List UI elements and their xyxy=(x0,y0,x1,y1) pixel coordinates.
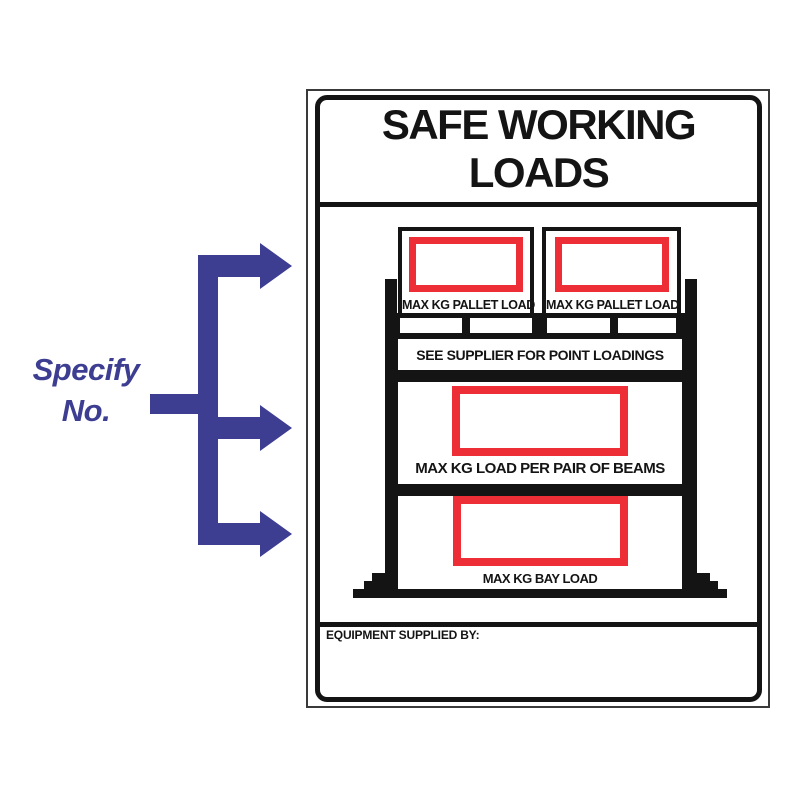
beam-cell xyxy=(618,318,676,333)
rack-foot-left-base xyxy=(364,581,418,590)
title-divider xyxy=(319,202,758,207)
arrow-bottom-head-icon xyxy=(260,511,292,557)
rack-floor-bar xyxy=(353,589,727,598)
footer-divider xyxy=(319,622,758,627)
beam-load-label: MAX KG LOAD PER PAIR OF BEAMS xyxy=(415,460,665,477)
rack-foot-right-upper xyxy=(672,573,710,582)
specify-no-line2: No. xyxy=(61,393,111,428)
beam-load-write-in-field xyxy=(452,386,628,456)
pallet-load-placard-left: MAX KG PALLET LOAD xyxy=(398,227,535,318)
pallet-load-write-in-field-right xyxy=(555,237,669,292)
beam-cell xyxy=(547,318,610,333)
specify-no-label: Specify No. xyxy=(18,349,154,431)
arrow-bottom-shaft xyxy=(198,523,260,545)
bay-load-write-in-field xyxy=(453,496,628,566)
arrow-middle-head-icon xyxy=(260,405,292,451)
annotation-arrow-trunk xyxy=(198,255,218,545)
equipment-supplied-by-label: EQUIPMENT SUPPLIED BY: xyxy=(326,628,480,642)
sign-title: SAFE WORKING LOADS xyxy=(320,101,757,197)
arrow-middle-shaft xyxy=(218,417,260,439)
sign-title-line1: SAFE WORKING xyxy=(381,101,697,148)
beam-cell xyxy=(470,318,532,333)
bay-load-label: MAX KG BAY LOAD xyxy=(482,571,598,586)
arrow-top-head-icon xyxy=(260,243,292,289)
pallet-load-placard-right: MAX KG PALLET LOAD xyxy=(542,227,681,318)
supplier-banner: SEE SUPPLIER FOR POINT LOADINGS xyxy=(392,333,688,376)
pallet-load-label-left: MAX KG PALLET LOAD xyxy=(402,298,535,312)
arrow-top-shaft xyxy=(198,255,260,277)
pallet-load-label-right: MAX KG PALLET LOAD xyxy=(546,298,679,312)
sign-title-line2: LOADS xyxy=(468,149,610,196)
beam-load-panel: MAX KG LOAD PER PAIR OF BEAMS xyxy=(392,376,688,490)
rack-foot-left-upper xyxy=(372,573,410,582)
specify-no-line1: Specify xyxy=(32,352,140,387)
rack-foot-right-base xyxy=(664,581,718,590)
bay-load-panel: MAX KG BAY LOAD xyxy=(392,490,688,589)
rack-upright-right xyxy=(685,279,697,581)
beam-cell xyxy=(400,318,462,333)
annotation-connector-stub xyxy=(150,394,200,414)
pallet-load-write-in-field-left xyxy=(409,237,523,292)
supplier-banner-text: SEE SUPPLIER FOR POINT LOADINGS xyxy=(416,346,664,363)
